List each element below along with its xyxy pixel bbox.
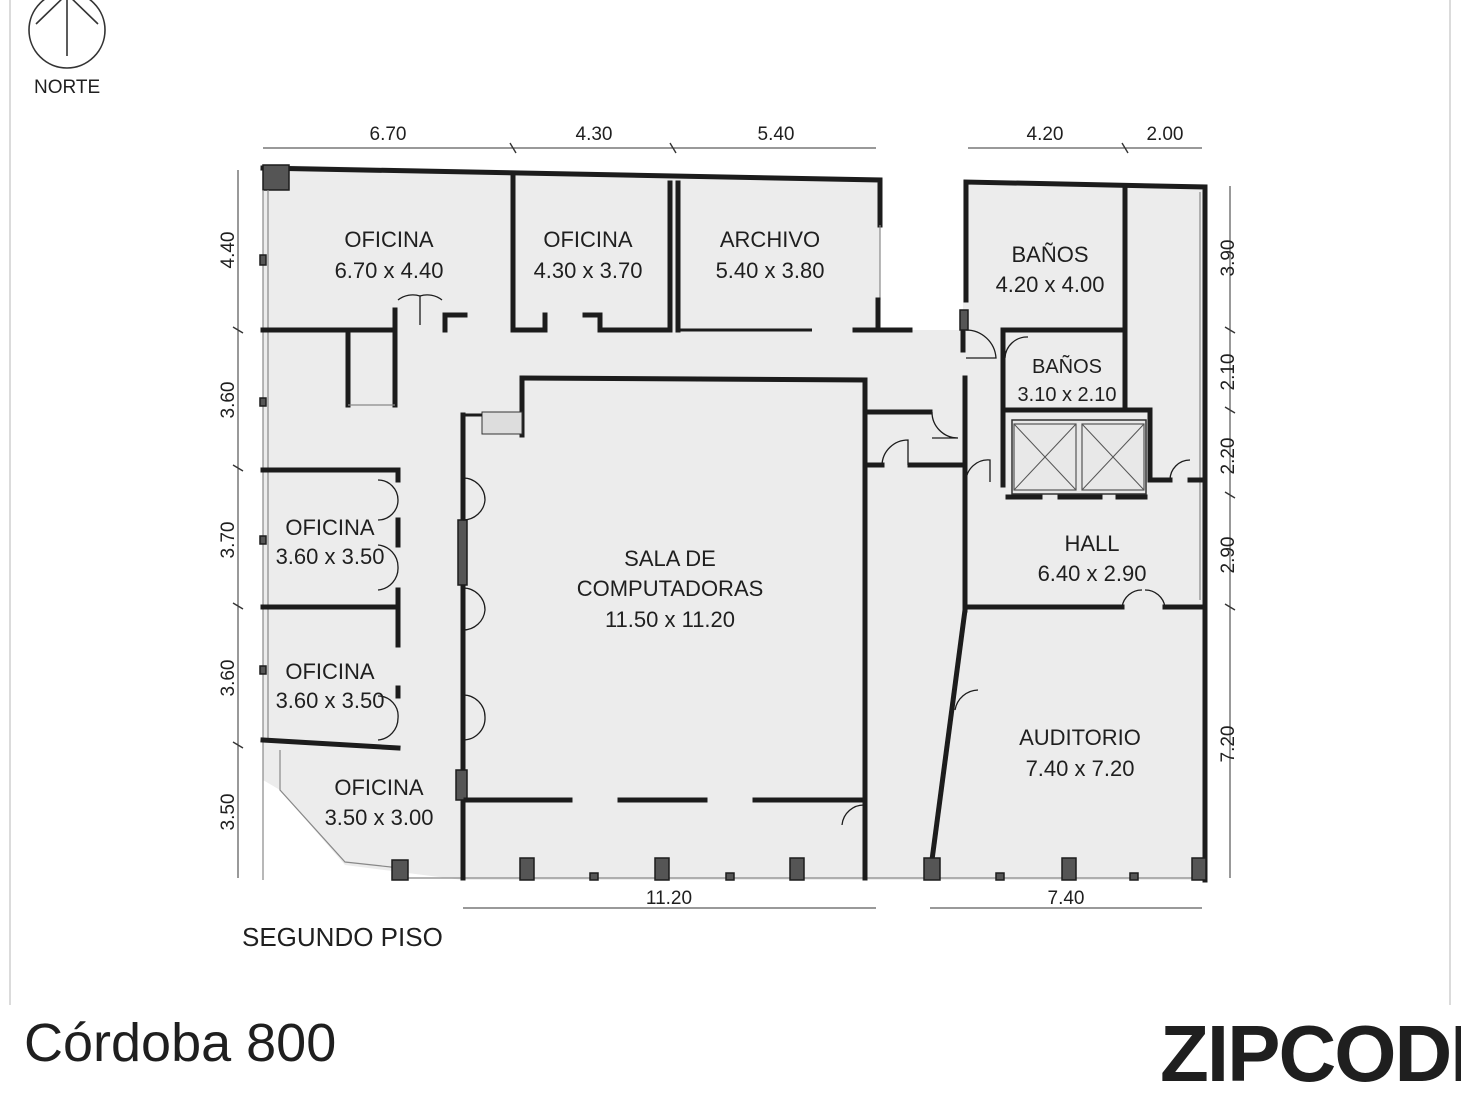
room-name: OFICINA <box>344 227 434 252</box>
room-banos-2: BAÑOS 3.10 x 2.10 <box>1018 354 1117 406</box>
room-sala-computadoras: SALA DE COMPUTADORAS 11.50 x 11.20 <box>577 546 764 632</box>
room-auditorio: AUDITORIO 7.40 x 7.20 <box>1019 725 1141 781</box>
room-name-2: COMPUTADORAS <box>577 576 764 601</box>
dim-bottom-2: 7.40 <box>1048 888 1085 909</box>
dim-right-4: 2.90 <box>1218 537 1239 574</box>
dim-left-3: 3.70 <box>218 522 239 559</box>
room-name: SALA DE <box>624 546 716 571</box>
room-archivo: ARCHIVO 5.40 x 3.80 <box>716 227 825 283</box>
room-oficina-2: OFICINA 4.30 x 3.70 <box>534 227 643 283</box>
dim-left-2: 3.60 <box>218 382 239 419</box>
columns <box>259 254 1207 881</box>
room-name: OFICINA <box>285 515 375 540</box>
room-oficina-3: OFICINA 3.60 x 3.50 <box>276 515 385 569</box>
room-oficina-5: OFICINA 3.50 x 3.00 <box>325 775 434 830</box>
room-size: 7.40 x 7.20 <box>1026 756 1135 781</box>
dim-left-1: 4.40 <box>218 232 239 269</box>
dim-right-2: 2.10 <box>1218 354 1239 391</box>
room-size: 3.60 x 3.50 <box>276 544 385 569</box>
dim-left-4: 3.60 <box>218 660 239 697</box>
room-name: OFICINA <box>285 659 375 684</box>
address-title: Córdoba 800 <box>24 1013 337 1073</box>
dimension-labels: 6.70 4.30 5.40 4.20 2.00 4.40 3.60 3.70 … <box>218 124 1239 909</box>
room-oficina-1: OFICINA 6.70 x 4.40 <box>335 227 444 283</box>
room-size: 3.60 x 3.50 <box>276 688 385 713</box>
elevator-icons <box>1011 419 1147 495</box>
dim-right-1: 3.90 <box>1218 240 1239 277</box>
dim-top-4: 4.20 <box>1027 124 1064 145</box>
room-size: 3.50 x 3.00 <box>325 805 434 830</box>
door-swings <box>377 294 1191 826</box>
north-arrow-icon <box>28 0 106 69</box>
dim-top-2: 4.30 <box>576 124 613 145</box>
room-size: 6.40 x 2.90 <box>1038 561 1147 586</box>
room-labels: OFICINA 6.70 x 4.40 OFICINA 4.30 x 3.70 … <box>276 227 1147 830</box>
dim-left-5: 3.50 <box>218 794 239 831</box>
room-fills <box>263 165 1207 880</box>
dim-top-5: 2.00 <box>1147 124 1184 145</box>
dim-bottom-1: 11.20 <box>646 888 692 909</box>
dim-right-3: 2.20 <box>1218 438 1239 475</box>
room-size: 6.70 x 4.40 <box>335 258 444 283</box>
dim-right-5: 7.20 <box>1218 726 1239 763</box>
room-name: AUDITORIO <box>1019 725 1141 750</box>
room-name: ARCHIVO <box>720 227 820 252</box>
room-size: 5.40 x 3.80 <box>716 258 825 283</box>
room-size: 4.30 x 3.70 <box>534 258 643 283</box>
brand-logo: ZIPCODE <box>1160 1009 1461 1098</box>
dim-top-1: 6.70 <box>370 124 407 145</box>
room-name: BAÑOS <box>1032 354 1102 378</box>
room-size: 4.20 x 4.00 <box>996 272 1105 297</box>
north-label: NORTE <box>34 77 101 98</box>
interior-walls <box>260 173 1208 881</box>
dimension-lines <box>232 142 1236 909</box>
room-oficina-4: OFICINA 3.60 x 3.50 <box>276 659 385 713</box>
room-banos-1: BAÑOS 4.20 x 4.00 <box>996 242 1105 297</box>
room-name: BAÑOS <box>1011 242 1088 267</box>
room-hall: HALL 6.40 x 2.90 <box>1038 531 1147 586</box>
room-name: HALL <box>1064 531 1119 556</box>
floor-label: SEGUNDO PISO <box>242 922 443 952</box>
dim-top-3: 5.40 <box>758 124 795 145</box>
room-name: OFICINA <box>543 227 633 252</box>
room-size: 3.10 x 2.10 <box>1018 384 1117 406</box>
room-name: OFICINA <box>334 775 424 800</box>
room-size: 11.50 x 11.20 <box>605 607 735 632</box>
